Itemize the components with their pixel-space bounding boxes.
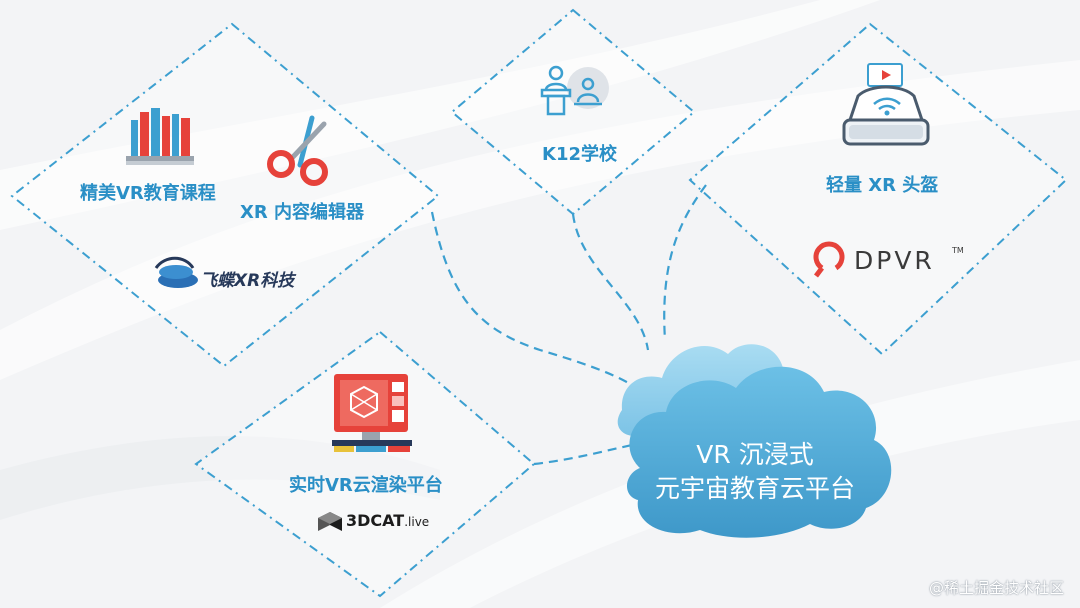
cloud-title-line1: VR 沉浸式 [696,440,814,469]
connector-k12 [571,213,650,351]
watermark: @稀土掘金技术社区 [928,579,1064,597]
3dcat-logo-mark [318,512,342,531]
render-monitor-icon [332,374,412,452]
feidie-logo-mark [154,256,198,288]
connectors [430,184,707,466]
cloud-shape [617,344,892,538]
diamond-render [194,330,536,598]
diamond-courses [10,22,440,368]
vr-headset-icon [842,63,930,146]
books-icon [126,108,194,165]
courses-label: 精美VR教育课程 [80,183,216,204]
3dcat-logo-text: 3DCAT.live [346,511,429,530]
classroom-icon [540,65,609,116]
connector-courses [430,211,633,386]
3dcat-logo-main: 3DCAT [346,511,405,530]
cloud-title-line2: 元宇宙教育云平台 [654,474,855,503]
dpvr-logo-text: DPVR [854,246,935,275]
connector-headset [663,184,707,341]
render-label: 实时VR云渲染平台 [289,475,443,496]
scissors-icon [267,115,328,186]
dpvr-trademark: TM [952,246,964,255]
3dcat-logo-suffix: .live [404,515,430,529]
headset-label: 轻量 XR 头盔 [826,175,939,196]
k12-label: K12学校 [542,144,617,165]
editor-label: XR 内容编辑器 [240,202,365,223]
diamond-headset [688,22,1068,356]
connector-render [533,443,633,466]
dpvr-logo-mark [813,241,845,278]
cloud-title: VR 沉浸式 元宇宙教育云平台 [650,438,860,506]
feidie-logo-text: 飞蝶XR科技 [200,271,295,291]
